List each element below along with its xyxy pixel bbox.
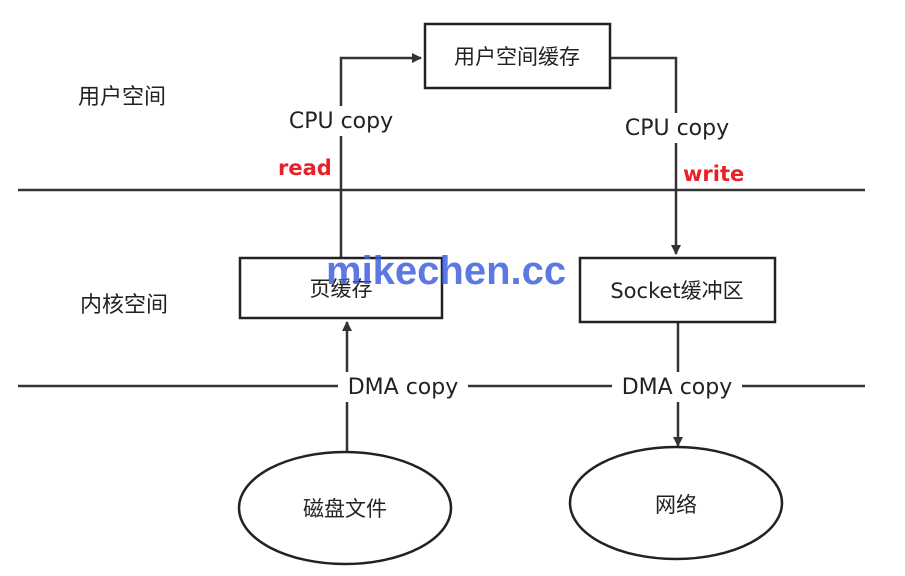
dma-copy-disk-label: DMA copy <box>348 375 459 400</box>
write-operation-label: write <box>683 162 744 186</box>
read-cpu-copy-arrow <box>339 53 422 258</box>
network-label: 网络 <box>655 493 697 517</box>
page-cache-node <box>238 256 444 320</box>
disk-file-node <box>237 450 453 566</box>
network-node <box>568 445 784 561</box>
kernel-space-label: 内核空间 <box>80 293 168 318</box>
cpu-copy-read-label: CPU copy <box>289 109 393 134</box>
page-cache-label: 页缓存 <box>310 277 373 301</box>
socket-buffer-label: Socket缓冲区 <box>610 279 743 303</box>
socket-buffer-node <box>578 256 777 324</box>
watermark: mikechen.cc <box>326 249 566 293</box>
dma-copy-net-label: DMA copy <box>622 375 733 400</box>
write-cpu-copy-arrow <box>610 56 681 255</box>
user-buffer-node <box>423 22 612 90</box>
disk-file-label: 磁盘文件 <box>303 497 387 521</box>
read-operation-label: read <box>278 156 332 180</box>
user-space-label: 用户空间 <box>78 85 166 110</box>
cpu-copy-write-label: CPU copy <box>625 116 729 141</box>
user-buffer-label: 用户空间缓存 <box>454 45 580 69</box>
